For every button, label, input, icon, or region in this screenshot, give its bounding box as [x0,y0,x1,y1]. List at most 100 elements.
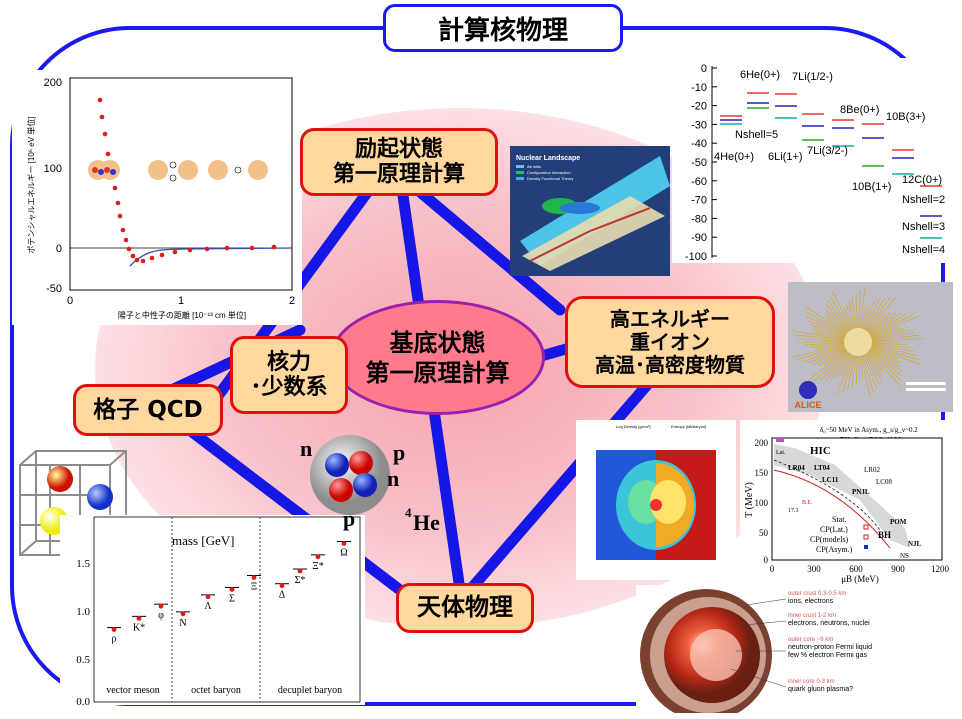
phase-ytick-150: 150 [755,468,769,478]
landscape-legend-1: Ab initio [527,164,542,169]
phase-label-lr02: LR02 [864,466,880,474]
phase-xtick-1200: 1200 [931,564,950,574]
phase-label-lr04: LR04 [788,464,805,472]
mass-point [297,568,303,574]
supernova-image: Log Density [g/cm³] Entropy [kB/baryon] [576,420,736,580]
potential-xtick-0: 0 [67,295,73,307]
mass-point [180,611,186,617]
helium-nucleus: n p n p 4 He [295,430,440,545]
label-7li-3half: 7Li(3/2-) [807,145,848,157]
phase-legend-cp-asym: CP(Asym.) [816,545,853,554]
label-8be: 8Be(0+) [840,104,879,116]
mass-point [158,603,164,609]
node-astrophysics: 天体物理 [396,583,534,633]
phase-xtick-600: 600 [849,564,863,574]
phase-label-pnjl: PNJL [852,488,870,496]
phase-ytick-50: 50 [759,528,769,538]
phase-legend-cp-lat: CP(Lat.) [820,525,848,534]
he-sup: 4 [405,505,412,520]
potential-plot: 200 100 0 -50 0 1 2 陽子と中性子の距離 [10⁻¹³ cm … [12,70,302,325]
potential-xlabel: 陽子と中性子の距離 [10⁻¹³ cm 単位] [118,310,246,320]
label-nshell3: Nshell=3 [902,221,945,233]
landscape-legend-3: Density Functional Theory [527,176,573,181]
mass-particle-label: Λ [204,601,212,612]
label-nshell2: Nshell=2 [902,194,945,206]
phase-xlabel: μB (MeV) [841,574,879,584]
mass-group-octet: octet baryon [191,685,241,696]
phase-legend-cp-models: CP(models) [810,535,849,544]
node-ground-line2: 第一原理計算 [365,358,510,387]
phase-label-ns: NS [900,552,909,560]
mass-title: mass [GeV] [172,533,234,548]
nucleon-label-p1: p [393,440,405,465]
label-nshell5: Nshell=5 [735,129,778,141]
landscape-title: Nuclear Landscape [516,155,580,162]
alice-logo: ALICE [795,400,822,410]
spectrum-ytick: -80 [691,213,707,225]
node-excited-line2: 第一原理計算 [332,162,465,187]
mass-point [111,627,117,632]
level-spectrum-plot: 0-10-20-30-40-50-60-70-80-90-100 6He(0+)… [672,58,954,263]
mass-point [229,587,235,592]
phase-ytick-0: 0 [764,555,769,565]
phase-diagram: δ₀~50 MeV in Asym., g_s/g_v~0.2 BH: Shen… [740,420,952,585]
mass-point [136,615,142,621]
star-caption-2: ions, electrons [788,598,834,605]
node-heavy-line1: 高エネルギー [610,306,730,331]
mass-particle-label: Ξ [251,581,257,592]
mass-group-vector: vector meson [106,685,160,696]
mass-ytick-05: 0.5 [76,654,90,666]
spectrum-ytick: -90 [691,232,707,244]
star-caption-4: electrons, neutrons, nuclei [788,620,870,627]
phase-label-njl: NJL [908,540,922,548]
node-ground-line1: 基底状態 [389,328,486,357]
star-caption-3: inner crust 1-2 km [788,613,836,619]
node-excited-line1: 励起状態 [354,136,443,162]
phase-label-173: 17.3 [788,508,799,514]
mass-point [315,554,321,560]
node-force-line2: ･少数系 [250,375,328,400]
he-base: He [413,510,440,535]
phase-xtick-300: 300 [807,564,821,574]
node-ground-state: 基底状態 第一原理計算 [330,300,545,415]
label-7li-half: 7Li(1/2-) [792,71,833,83]
node-excited-state: 励起状態 第一原理計算 [300,128,498,196]
spectrum-ytick: -20 [691,101,707,113]
mass-group-decuplet: decuplet baryon [278,685,342,696]
mass-ytick-15: 1.5 [76,558,90,570]
spectrum-ytick: -60 [691,176,707,188]
phase-ytick-200: 200 [755,438,769,448]
label-6li: 6Li(1+) [768,151,803,163]
star-caption-7: few % electron Fermi gas [788,652,867,659]
node-lattice-qcd: 格子 QCD [73,384,223,436]
phase-label-be: B.E. [802,500,813,506]
mass-particle-label: φ [158,610,164,621]
alice-event-image: ALICE [788,282,953,412]
mass-point [341,541,347,546]
phase-legend-stat: Stat. [832,515,846,524]
mass-ytick-00: 0.0 [76,696,90,705]
potential-ytick-m50: -50 [46,283,62,295]
mass-point [251,575,257,580]
mass-particle-label: N [179,618,186,629]
phase-xtick-0: 0 [770,564,775,574]
label-4he: 4He(0+) [714,151,754,163]
phase-label-pom: POM [890,518,907,526]
node-heavy-ion: 高エネルギー 重イオン 高温･高密度物質 [565,296,775,388]
nucleon-label-p2: p [343,506,355,531]
spectrum-ytick: -10 [691,82,707,94]
phase-ytick-100: 100 [755,498,769,508]
mass-particle-label: K* [133,622,145,633]
potential-ytick-100: 100 [44,163,62,175]
spectrum-ytick: -40 [691,138,707,150]
phase-title: δ₀~50 MeV in Asym., g_s/g_v~0.2 [820,426,918,434]
label-6he: 6He(0+) [740,69,780,81]
phase-label-lc11: LC11 [822,476,839,484]
label-12c: 12C(0+) [902,174,942,186]
mass-particle-label: Ω [340,547,347,558]
potential-ytick-200: 200 [44,77,62,89]
nucleon-label-n1: n [300,436,312,461]
label-nshell4: Nshell=4 [902,244,945,256]
mass-particle-label: Σ [229,593,235,604]
nuclear-landscape-image: Nuclear Landscape Ab initio Configuratio… [510,146,670,276]
